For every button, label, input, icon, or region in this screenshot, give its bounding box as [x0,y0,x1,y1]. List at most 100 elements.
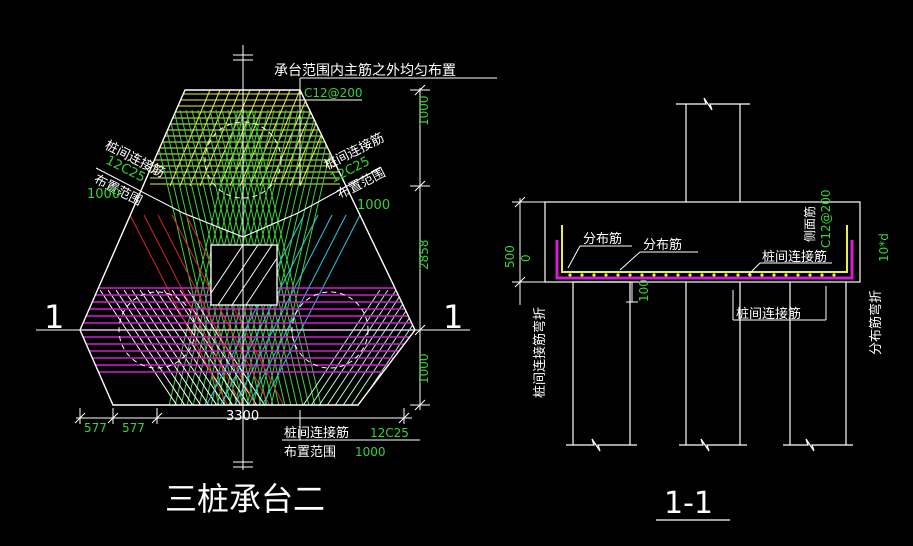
section-title: 1-1 [664,486,713,521]
distribution-bar-dot [760,273,764,277]
red-bar [171,214,273,405]
dim-embed: 100 [637,279,651,302]
center-lines [36,45,470,470]
distribution-bar-dot [592,273,596,277]
section-marker-right-label: 1 [443,298,463,336]
distribution-bar-dot [688,273,692,277]
section-leaders [567,245,832,321]
distribution-bar-dot [664,273,668,277]
dim-bottom-a: 577 [84,421,107,435]
yellow-bar [219,90,261,187]
white-bar [179,289,261,405]
left-range-value: 1000 [87,187,120,202]
distribution-bar-dots [568,273,836,277]
white-bar [307,289,389,405]
distribution-bar-dot [820,273,824,277]
yellow-bar [249,90,291,187]
green-bar [251,109,323,405]
right-range-value: 1000 [357,198,390,213]
green-bar [269,109,341,405]
cyan-bar [217,214,319,405]
section-marker-right: 1 [443,298,463,336]
distribution-bar-dot [796,273,800,277]
label-side-spec: C12@200 [819,189,833,248]
right-dimension [410,84,430,411]
yellow-bar [269,90,311,187]
white-bar [115,289,197,405]
plan-rebar [80,90,415,405]
section-column [676,97,750,202]
red-bar-group [129,214,287,405]
yellow-bar [229,90,271,187]
green-bar [149,109,221,405]
label-distribution-1: 分布筋 [583,231,622,247]
red-bar [129,214,231,405]
distribution-bar-dot [700,273,704,277]
dim-bottom-total: 3300 [226,409,259,424]
white-bar [323,289,405,405]
distribution-bar-dot [832,273,836,277]
white-bar [163,289,245,405]
green-bar [167,109,239,405]
white-bar [187,289,269,405]
distribution-bar-dot [712,273,716,277]
cyan-bar-group [203,214,361,405]
label-tie-bottom: 桩间连接筋 [736,306,801,322]
bottom-range-value: 1000 [355,445,386,459]
note-main: 承台范围内主筋之外均匀布置 [274,62,456,79]
distribution-bar-dot [616,273,620,277]
pile-top [204,121,282,199]
distribution-bar-dot [604,273,608,277]
label-hook: 10*d [877,233,891,262]
yellow-bar [169,90,211,187]
distribution-bar-dot [580,273,584,277]
distribution-bar-dot [652,273,656,277]
bottom-tie-label: 桩间连接筋 [284,425,349,441]
distribution-bar-dot [736,273,740,277]
yellow-bar [189,90,231,187]
section-cap [544,201,861,283]
cyan-bar [203,214,305,405]
bottom-dimension [74,408,412,424]
yellow-bar [239,90,281,187]
dim-right-top: 1000 [417,95,431,126]
bottom-tie-spec: 12C25 [370,426,409,440]
section-dimension [512,196,638,305]
white-bar [331,289,413,405]
white-bar [339,289,415,405]
dim-cover: 0 [519,254,533,262]
section-marker-left: 1 [44,298,64,336]
section-piles [566,281,853,452]
dim-right-bottom: 1000 [417,353,431,384]
label-tie-top: 桩间连接筋 [762,249,827,265]
distribution-bar-dot [676,273,680,277]
white-bar [315,289,397,405]
section-rebar [555,225,854,280]
white-bar [299,289,381,405]
green-bar [155,109,227,405]
dim-height: 500 [503,245,517,268]
white-bar [155,289,237,405]
distribution-bar-dot [568,273,572,277]
white-bar [131,289,213,405]
white-bar [139,289,221,405]
green-bar [161,109,233,405]
distribution-bar-dot [724,273,728,277]
leader-lines [95,77,497,441]
dim-bottom-b: 577 [122,421,145,435]
distribution-bar-dot [628,273,632,277]
column-outline [210,244,278,306]
red-bar [143,214,245,405]
note-main-spec: C12@200 [304,86,363,100]
yellow-bar [179,90,221,187]
plan-view: 1 1 承台范围内主筋之外均匀布置 C12@200 桩间连接筋 12C25 布置… [36,45,497,518]
green-bar [263,109,335,405]
white-bar [171,289,253,405]
distribution-bar-dot [784,273,788,277]
plan-title: 三桩承台二 [165,480,325,518]
range-markers [182,212,299,238]
yellow-bar-group [150,90,341,187]
section-view: 分布筋 分布筋 桩间连接筋 桩间连接筋 侧面筋 C12@200 10*d 桩间连… [503,97,891,521]
label-distribution-2: 分布筋 [643,237,682,253]
